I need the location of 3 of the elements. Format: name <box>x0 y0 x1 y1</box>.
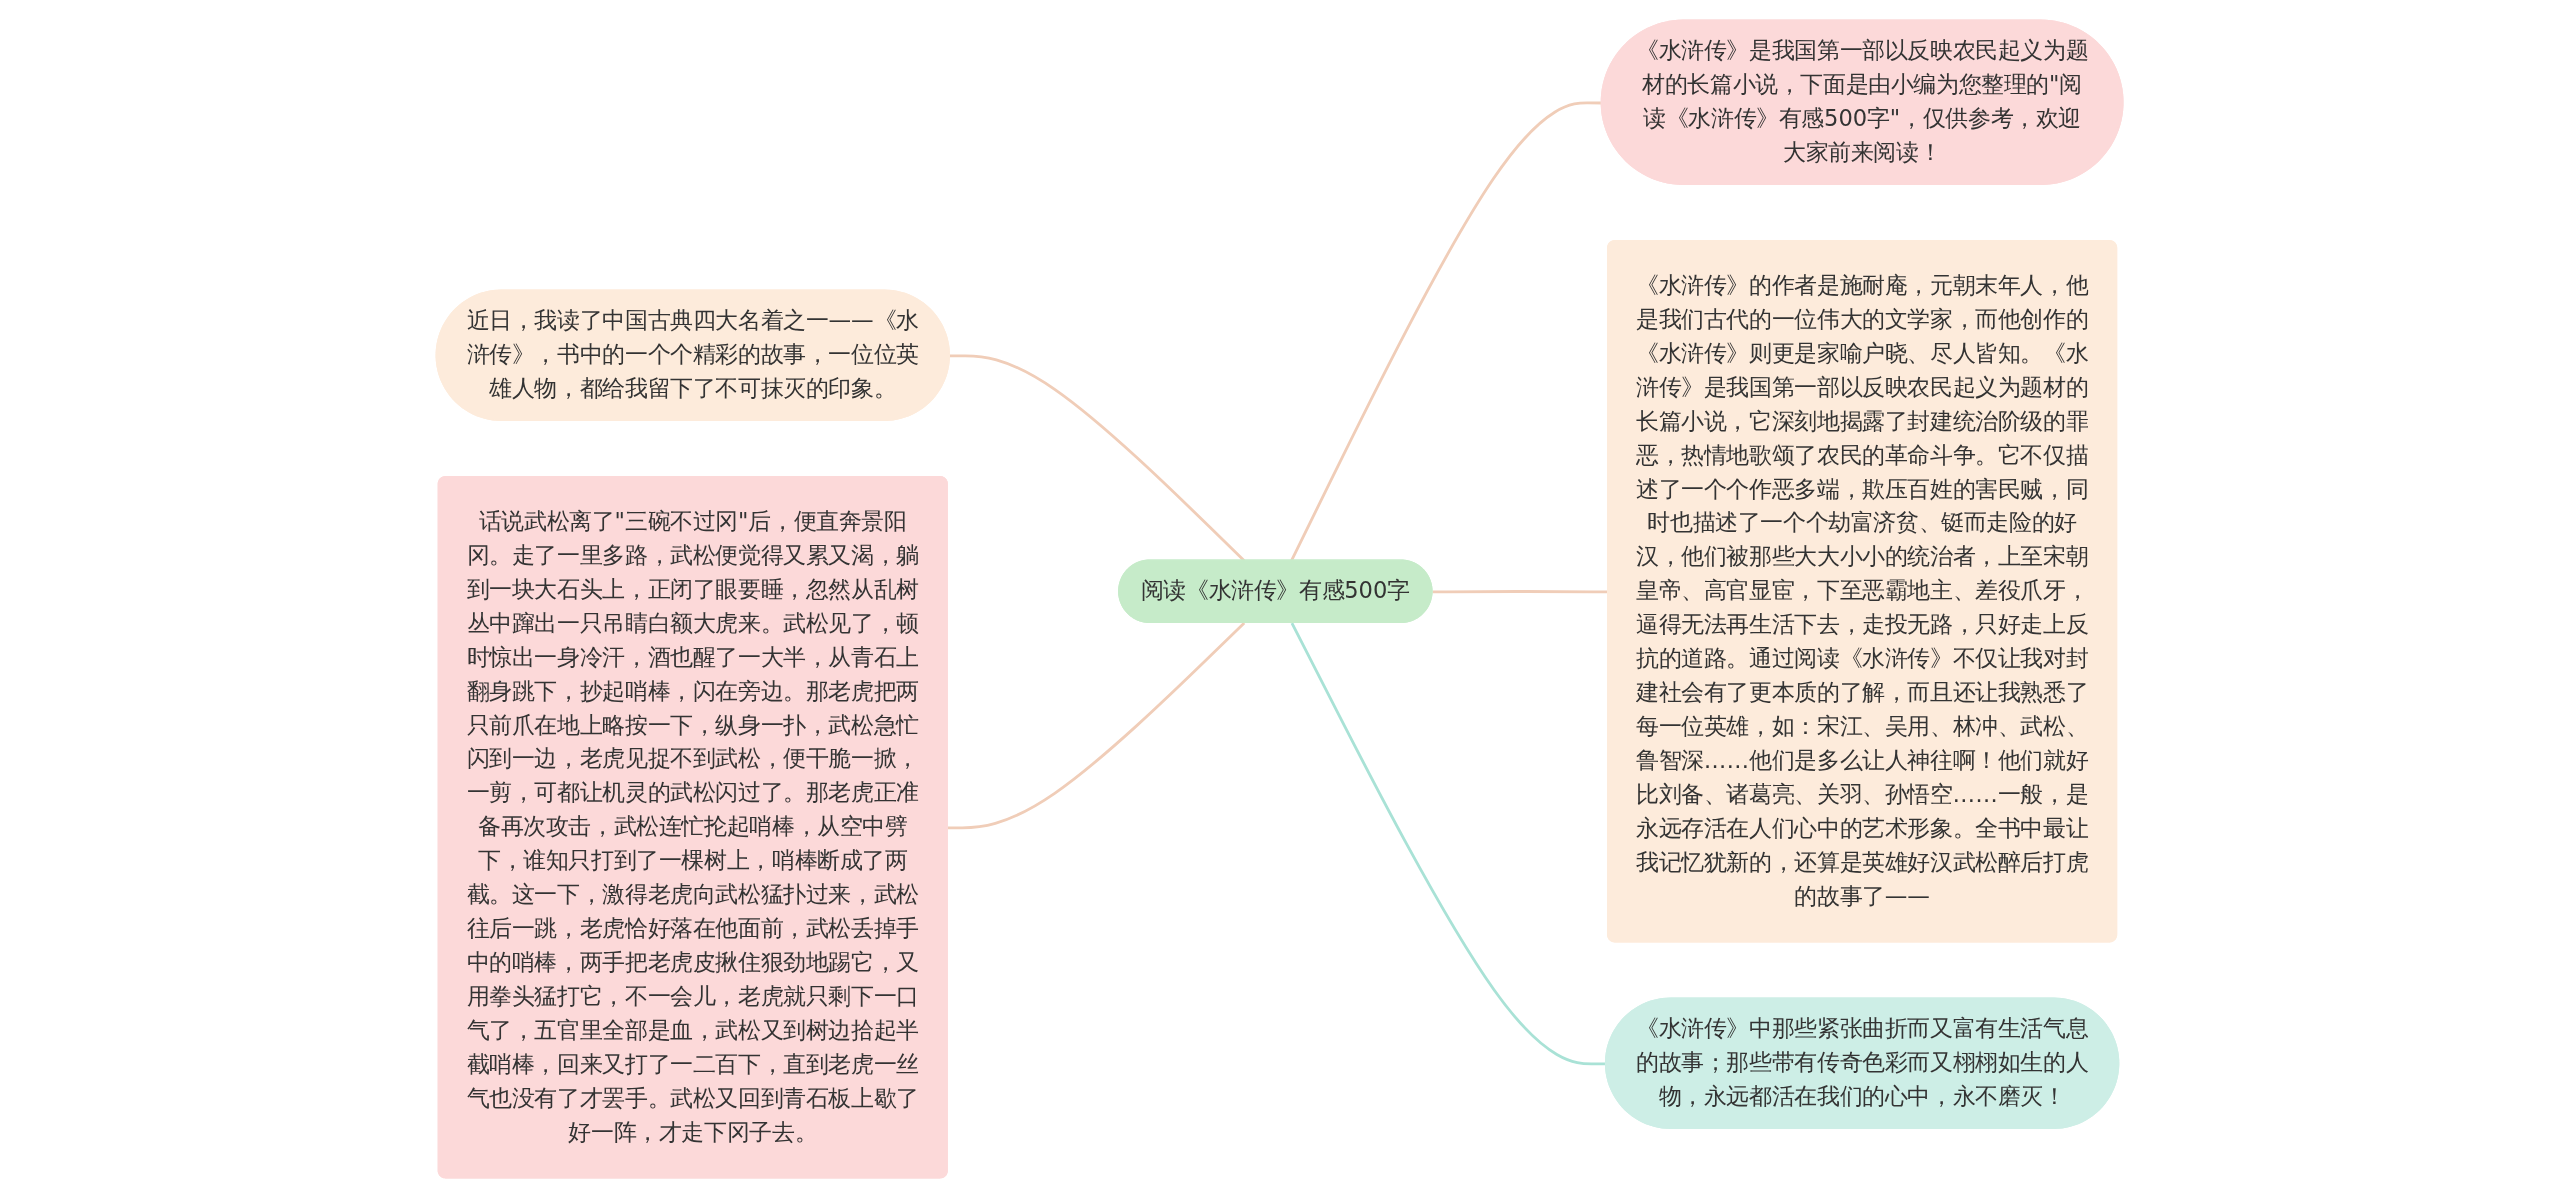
connector <box>948 621 1246 829</box>
connector <box>1291 621 1607 1065</box>
connector <box>1433 589 1609 593</box>
